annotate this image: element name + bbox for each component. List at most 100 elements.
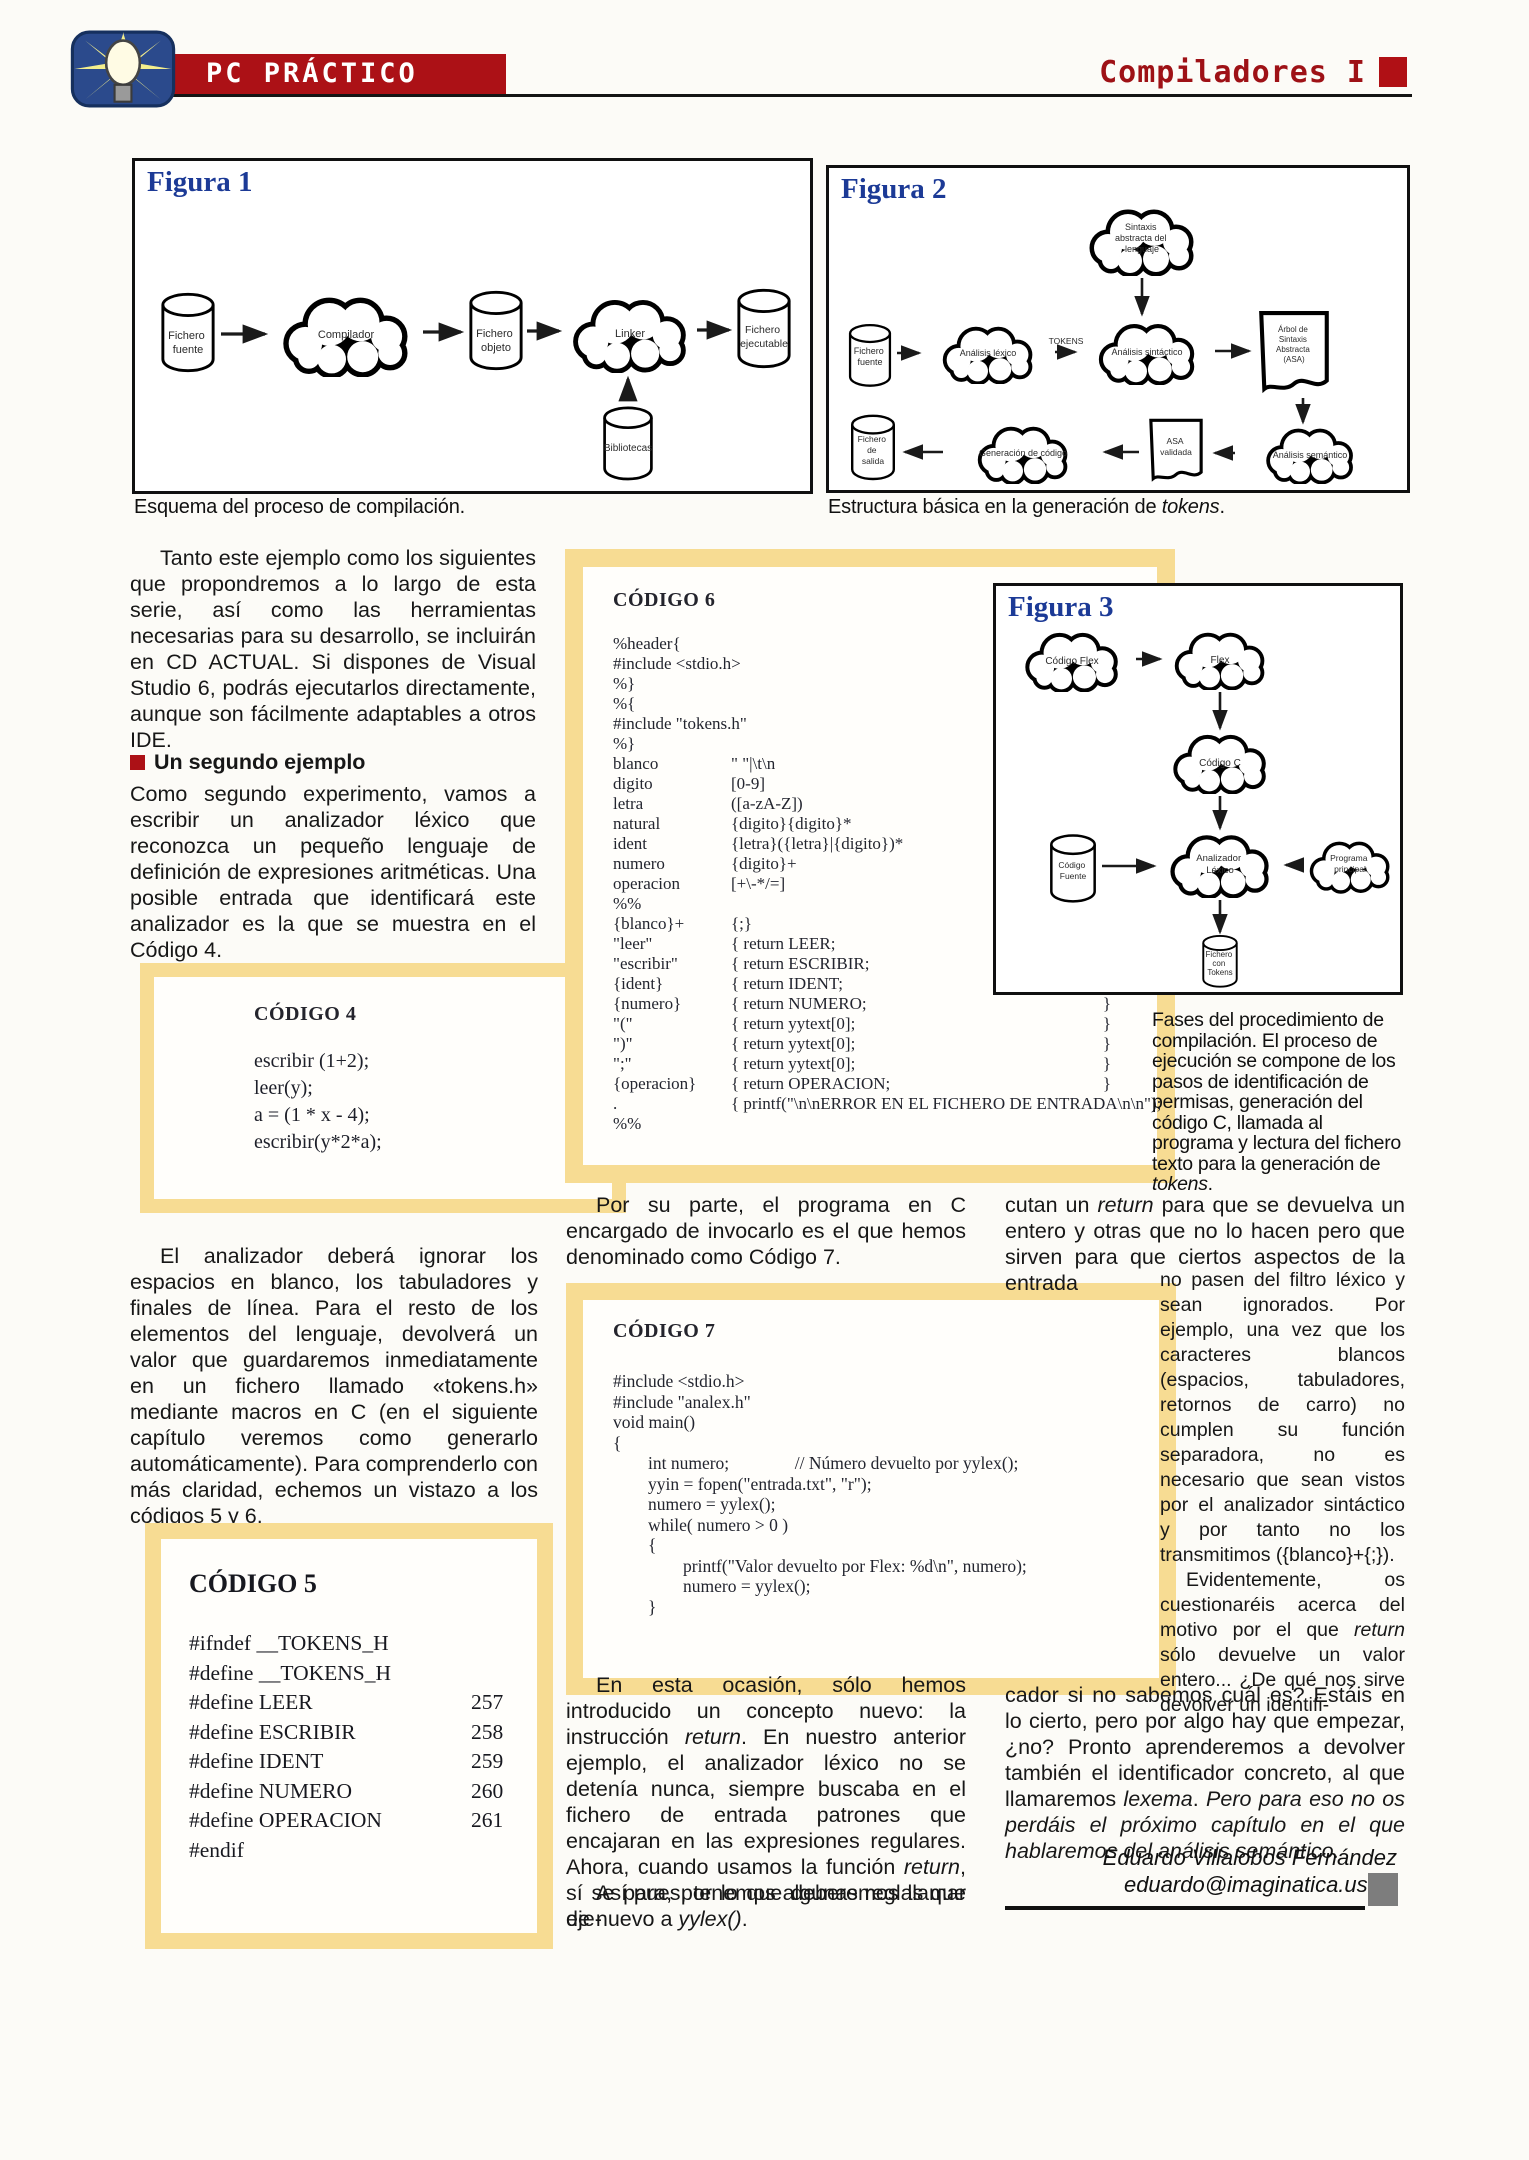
code-line: #include <stdio.h> <box>613 654 1157 674</box>
closing-brace: } <box>1102 1034 1111 1053</box>
closing-brace: } <box>1102 1074 1111 1093</box>
code-line: #define NUMERO 260 <box>189 1777 537 1807</box>
lex-pattern: natural <box>613 814 661 833</box>
define-directive: #define __TOKENS_H <box>189 1660 392 1685</box>
lex-pattern: ident <box>613 834 647 853</box>
caption-segment: Estructura básica en la generación de <box>828 496 1162 518</box>
svg-text:Generación de código: Generación de código <box>979 448 1067 458</box>
define-directive: #endif <box>189 1837 244 1862</box>
lex-pattern: {numero} <box>613 994 682 1013</box>
svg-text:Sintaxis abstracta del: Sintaxis abstracta del lenguaje <box>1115 222 1169 254</box>
figura-2-label: Figura 2 <box>841 173 947 205</box>
figura-3-caption: Fases del procedimiento de compilación. … <box>1152 1010 1408 1195</box>
code-line: {blanco}+ {;} <box>613 914 1157 934</box>
paragraph: El analizador deberá ignorar los espacio… <box>130 1244 538 1528</box>
code-line: %} <box>613 734 1157 754</box>
lex-pattern: "leer" <box>613 934 653 953</box>
svg-text:Análisis sintáctico: Análisis sintáctico <box>1111 347 1182 357</box>
code-line: numero = yylex(); <box>613 1576 811 1596</box>
code-line: %header{ <box>613 634 1157 654</box>
svg-text:Linker: Linker <box>615 328 645 340</box>
code-line: #include "analex.h" <box>613 1391 751 1412</box>
code-line: yyin = fopen("entrada.txt", "r"); <box>613 1473 872 1494</box>
code-line: ident {letra}({letra}|{digito})* <box>613 834 1157 854</box>
figura-3-diagram: Código Flex Flex Código C Analizador Léx… <box>996 618 1400 988</box>
text-segment: cador si no sabemos cuál es? Estáis en l… <box>1005 1683 1405 1811</box>
define-directive: #ifndef __TOKENS_H <box>189 1631 389 1655</box>
svg-text:Código Flex: Código Flex <box>1045 656 1098 667</box>
text-segment: para que se devuelva un entero y otras q… <box>1005 1193 1405 1295</box>
figura-2-caption: Estructura básica en la generación de to… <box>828 496 1388 519</box>
lex-action: {letra}({letra}|{digito})* <box>731 834 904 853</box>
code-line: } <box>613 1596 657 1617</box>
token-number: 261 <box>471 1808 504 1832</box>
codigo-5-code: #ifndef __TOKENS_H #define __TOKENS_H #d… <box>189 1629 537 1865</box>
code-line: #define __TOKENS_H <box>189 1659 537 1689</box>
code-line: printf("Valor devuelto por Flex: %d\n", … <box>613 1555 1027 1576</box>
code-line: void main() <box>613 1412 696 1432</box>
paragraph: cador si no sabemos cuál es? Estáis en l… <box>1005 1682 1405 1864</box>
lex-pattern: %header{ <box>613 634 681 653</box>
text-segment: no pasen del filtro léxico y sean ignora… <box>1160 1269 1405 1566</box>
svg-text:Compilador: Compilador <box>318 329 375 341</box>
text-segment: return <box>903 1855 961 1879</box>
code-line: { <box>613 1535 657 1555</box>
codigo-7-title: CÓDIGO 7 <box>613 1320 716 1342</box>
text-segment: . En nuestro anterior ejemplo, el analiz… <box>566 1725 966 1879</box>
lex-action: { return yytext[0]; <box>731 1014 856 1033</box>
lex-action: { return yytext[0]; <box>731 1054 856 1073</box>
figura-2-diagram: Sintaxis abstracta del lenguaje Fichero … <box>848 202 1401 486</box>
lex-action: " "|\t\n <box>731 754 776 773</box>
lex-action: [0-9] <box>731 774 765 793</box>
code-line: %% <box>613 894 1157 914</box>
codigo-4-code: escribir (1+2);leer(y);a = (1 * x - 4);e… <box>254 1048 612 1156</box>
lex-pattern: {ident} <box>613 974 664 993</box>
code-line: %} <box>613 674 1157 694</box>
code-line: {operacion} { return OPERACION; } <box>613 1074 1157 1094</box>
svg-text:Código Fuente: Código Fuente <box>1058 860 1087 881</box>
narrow-column: no pasen del filtro léxico y sean ignora… <box>1160 1268 1405 1718</box>
paragraph: cutan un return para que se devuelva un … <box>1005 1192 1405 1296</box>
text-segment: Pero para eso no os perdáis el próximo c… <box>1005 1787 1405 1863</box>
code-line: . { printf("\n\nERROR EN EL FICHERO DE E… <box>613 1094 1161 1114</box>
codigo-7-code: #include <stdio.h>#include "analex.h"voi… <box>613 1371 1159 1617</box>
text-segment: return <box>1097 1193 1154 1217</box>
svg-text:Programa principal: Programa principal <box>1330 853 1370 874</box>
paragraph: Así pues, tenemos algunas reglas que eje… <box>566 1881 966 1931</box>
code-line: ";" { return yytext[0]; } <box>613 1054 1157 1074</box>
token-number: 260 <box>471 1778 504 1803</box>
lex-action: { return LEER; <box>731 934 836 953</box>
section-banner: PC PRÁCTICO <box>118 54 506 94</box>
code-line: escribir(y*2*a); <box>254 1131 382 1153</box>
lex-pattern: "escribir" <box>613 954 678 973</box>
define-directive: #define LEER <box>189 1690 313 1714</box>
code-line: #define OPERACION 261 <box>189 1806 537 1836</box>
closing-brace: } <box>1102 1014 1111 1033</box>
code-line: "(" { return yytext[0]; } <box>613 1014 1157 1034</box>
code-line: {numero} { return NUMERO; } <box>613 994 1157 1014</box>
code-line: escribir (1+2); <box>254 1050 370 1072</box>
lightbulb-logo-icon <box>70 30 176 108</box>
lex-pattern: #include <stdio.h> <box>613 654 741 673</box>
code-line: while( numero > 0 ) <box>613 1514 789 1535</box>
code-line: numero {digito}+ <box>613 854 1157 874</box>
lex-pattern: ")" <box>613 1034 633 1053</box>
section-heading: Un segundo ejemplo <box>130 750 365 774</box>
caption-segment: . <box>1219 496 1225 518</box>
lex-pattern: letra <box>613 794 644 813</box>
lex-pattern: %} <box>613 674 636 693</box>
code-line: natural {digito}{digito}* <box>613 814 1157 834</box>
figura-1-caption: Esquema del proceso de compilación. <box>134 496 465 518</box>
code-line: numero = yylex(); <box>613 1494 776 1514</box>
figura-3-box: Figura 3 Código Flex Flex Código C Anali… <box>993 583 1403 995</box>
figura-3-label: Figura 3 <box>1008 591 1114 623</box>
code-line: blanco " "|\t\n <box>613 754 1157 774</box>
caption-segment: . <box>1207 1173 1213 1195</box>
text-segment: . <box>1192 1787 1207 1811</box>
svg-text:Árbol de Sintaxis: Árbol de Sintaxis Abstracta (ASA) <box>1276 325 1312 364</box>
text-segment: yylex() <box>678 1907 742 1931</box>
author-block: Eduardo Villalobos Fernández eduardo@ima… <box>1005 1844 1397 1898</box>
text-segment: lexema <box>1123 1787 1193 1811</box>
figura-1-label: Figura 1 <box>147 166 253 198</box>
lex-pattern: %{ <box>613 694 636 713</box>
